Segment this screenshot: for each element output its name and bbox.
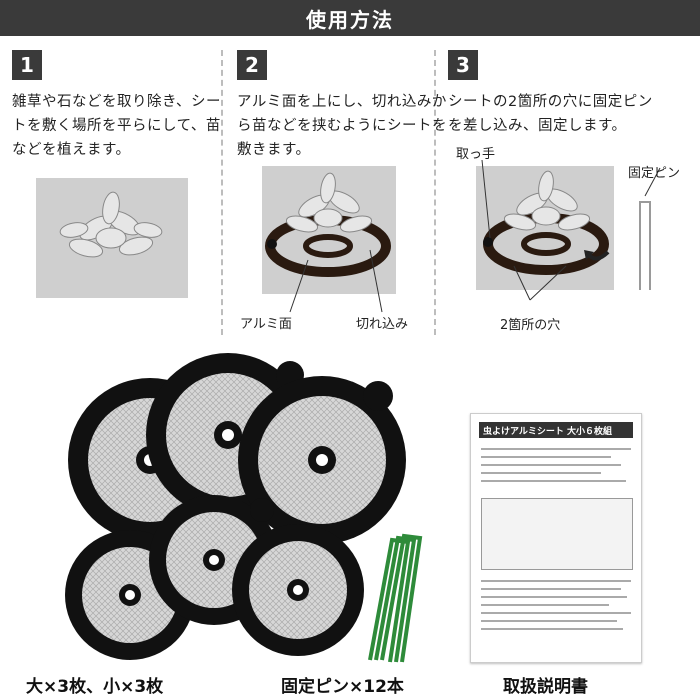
divider [434,50,436,335]
manual-title: 虫よけアルミシート 大小６枚組 [479,422,633,438]
step-text: アルミ面を上にし、切れ込みから苗などを挟むようにシートを敷きます。 [237,94,447,158]
page-header: 使用方法 [0,0,700,36]
label-aluminum-side: アルミ面 [240,317,292,332]
sheet-placement-illustration [265,172,391,277]
label-fixing-pin: 固定ピン [628,166,681,181]
step-1-image [36,178,188,298]
large-sheet [238,376,406,544]
step-text: シートの2箇所の穴に固定ピンを差し込み、固定します。 [448,94,653,134]
small-sheet [232,524,364,656]
step-number: 1 [12,50,42,80]
pins-count-label: 固定ピン×12本 [281,677,404,697]
step-2-callouts [289,249,383,313]
sheet-fixed-illustration [483,170,610,275]
page-title: 使用方法 [306,7,394,32]
label-handle: 取っ手 [456,147,496,162]
step-3-callouts [481,159,661,301]
label-slit: 切れ込み [356,317,409,332]
sheets-count-label: 大×3枚、小×3枚 [26,677,164,697]
instruction-manual-image: 虫よけアルミシート 大小６枚組 [470,413,642,663]
step-2-image [262,166,396,294]
manual-label: 取扱説明書 [503,677,588,697]
plant-illustration [59,191,163,258]
divider [221,50,223,335]
sheets-image [65,353,406,660]
label-two-holes: 2箇所の穴 [500,318,561,333]
fixing-pin-illustration [639,201,651,290]
fixing-pins-image [368,533,423,663]
step-number: 3 [448,50,478,80]
step-number: 2 [237,50,267,80]
step-3-image [476,166,614,290]
step-text: 雑草や石などを取り除き、シートを敷く場所を平らにして、苗などを植えます。 [12,94,221,158]
